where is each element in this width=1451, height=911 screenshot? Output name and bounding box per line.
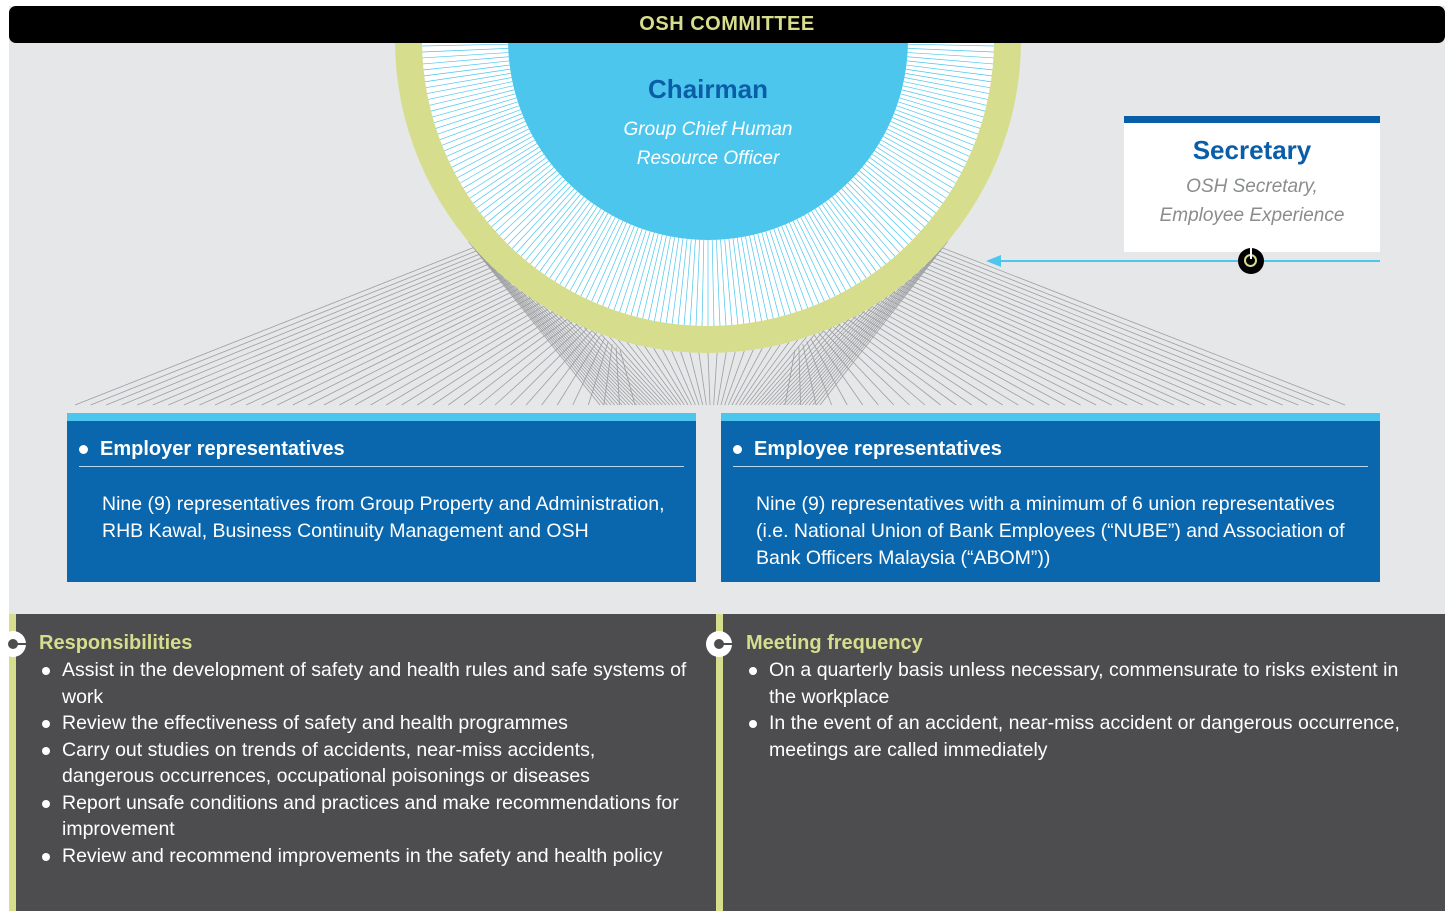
secretary-title: Secretary (1192, 135, 1312, 165)
details-panel (9, 614, 1445, 911)
fan-lines-right (784, 244, 1346, 406)
responsibilities-heading: Responsibilities (39, 632, 193, 654)
fan-lines-left (74, 244, 636, 406)
bullet-icon (79, 445, 88, 454)
employee-representatives-card: Employee representatives Nine (9) repres… (721, 413, 1380, 582)
meeting-pointer-icon (706, 631, 734, 657)
responsibility-item: Report unsafe conditions and practices a… (39, 790, 689, 843)
meeting-frequency-item: In the event of an accident, near-miss a… (746, 710, 1406, 763)
employer-description: Nine (9) representatives from Group Prop… (102, 493, 665, 542)
meeting-frequency-item: On a quarterly basis unless necessary, c… (746, 657, 1406, 710)
chairman-block: Chairman Group Chief Human Resource Offi… (558, 74, 858, 173)
secretary-role-line1: OSH Secretary, (1186, 176, 1318, 197)
employee-heading: Employee representatives (754, 438, 1002, 460)
meeting-accent-bar (716, 614, 723, 911)
responsibilities-pointer-icon (0, 631, 28, 657)
connector-knob-icon (1238, 245, 1264, 274)
responsibility-item: Review and recommend improvements in the… (39, 843, 689, 870)
committee-title: OSH COMMITTEE (639, 13, 815, 35)
responsibility-item: Assist in the development of safety and … (39, 657, 689, 710)
responsibility-item: Review the effectiveness of safety and h… (39, 710, 689, 737)
chairman-role-line2: Resource Officer (636, 148, 780, 169)
secretary-connector-line (1000, 260, 1380, 262)
employer-representatives-card: Employer representatives Nine (9) repres… (67, 413, 696, 582)
fan-lines-middle (467, 240, 949, 406)
chairman-role-line1: Group Chief Human (623, 119, 793, 140)
ring-hatching (422, 43, 994, 326)
employer-heading: Employer representatives (100, 438, 345, 460)
secretary-role-line2: Employee Experience (1159, 205, 1345, 226)
committee-title-bar: OSH COMMITTEE (9, 6, 1445, 43)
arrow-left-icon (986, 255, 1001, 267)
employer-heading-row: Employer representatives (79, 433, 684, 467)
employee-heading-row: Employee representatives (733, 433, 1368, 467)
chairman-title: Chairman (648, 74, 768, 104)
responsibility-item: Carry out studies on trends of accidents… (39, 737, 689, 790)
employee-description: Nine (9) representatives with a minimum … (756, 493, 1345, 569)
responsibilities-list: Assist in the development of safety and … (39, 657, 689, 869)
responsibilities-accent-bar (9, 614, 16, 911)
chairman-disc (508, 43, 908, 240)
bullet-icon (733, 445, 742, 454)
meeting-frequency-heading: Meeting frequency (746, 632, 923, 654)
secretary-card: Secretary OSH Secretary, Employee Experi… (1124, 116, 1380, 252)
meeting-frequency-list: On a quarterly basis unless necessary, c… (746, 657, 1406, 763)
